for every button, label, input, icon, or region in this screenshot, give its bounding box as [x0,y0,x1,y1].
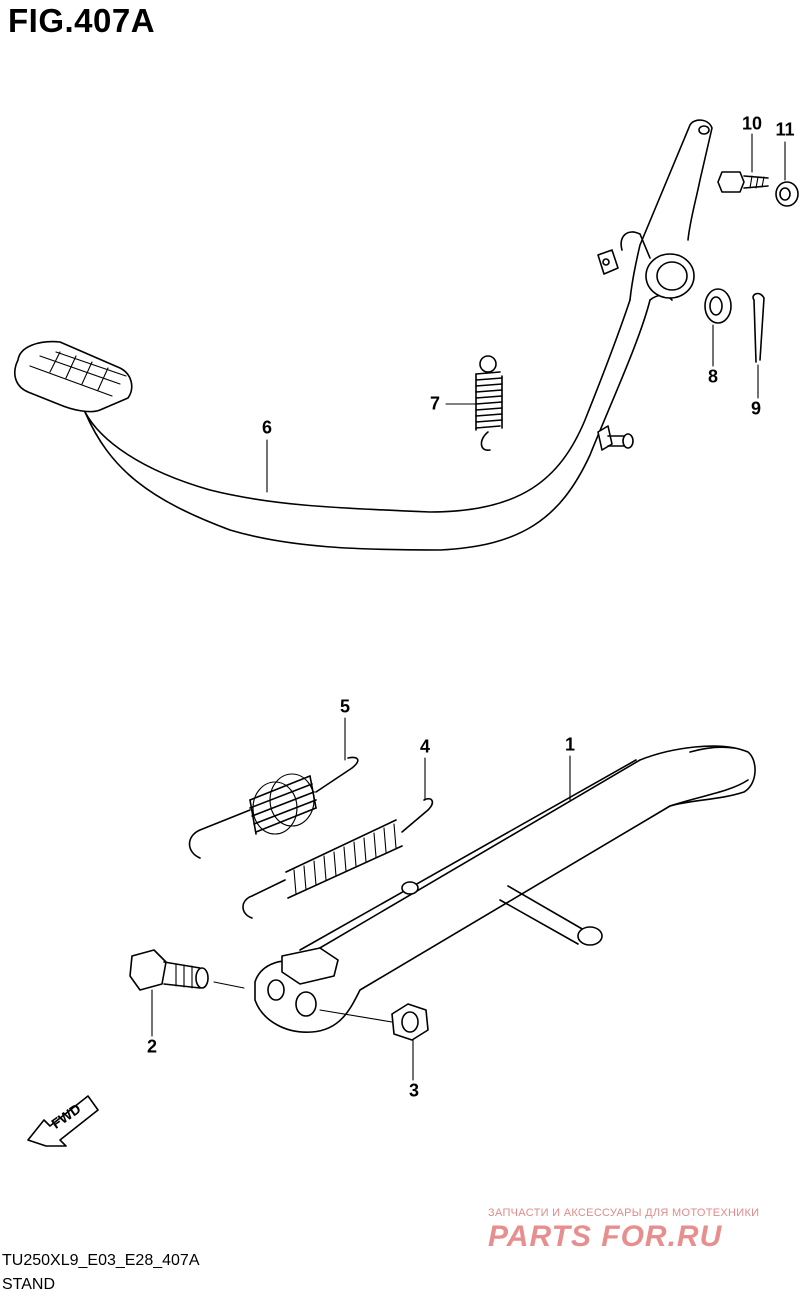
watermark-logo: PARTS FOR.RU [488,1220,723,1253]
bolt-10 [717,171,769,193]
side-stand-1 [254,745,756,1033]
pedal-pad [14,340,133,413]
callout-part-9: 9 [750,398,762,419]
fwd-arrow-icon [27,1095,99,1147]
brake-pedal-arm [14,119,713,551]
spring-5 [188,756,359,859]
figure-name: STAND [2,1276,56,1293]
return-spring-7 [475,355,503,451]
figure-title: FIG.407A [8,2,156,39]
spring-4 [242,797,434,919]
callout-part-1: 1 [564,734,576,755]
watermark-tagline: ЗАПЧАСТИ И АКСЕССУАРЫ ДЛЯ МОТОТЕХНИКИ [488,1207,760,1219]
callout-part-6: 6 [261,417,273,438]
callout-part-3: 3 [408,1080,420,1101]
pedal-arm [84,299,631,513]
callout-part-11: 11 [775,119,795,140]
callout-part-8: 8 [707,366,719,387]
figure-code: TU250XL9_E03_E28_407A [2,1252,200,1269]
callout-part-4: 4 [419,736,431,757]
washer-8 [704,288,732,324]
nut-11 [775,181,799,207]
callout-part-7: 7 [429,393,441,414]
callout-part-5: 5 [339,696,351,717]
cotter-pin-9 [752,292,765,363]
nut-3 [319,1003,429,1041]
pivot-bolt-2 [129,949,245,991]
callout-part-2: 2 [146,1036,158,1057]
callout-part-10: 10 [741,113,763,134]
